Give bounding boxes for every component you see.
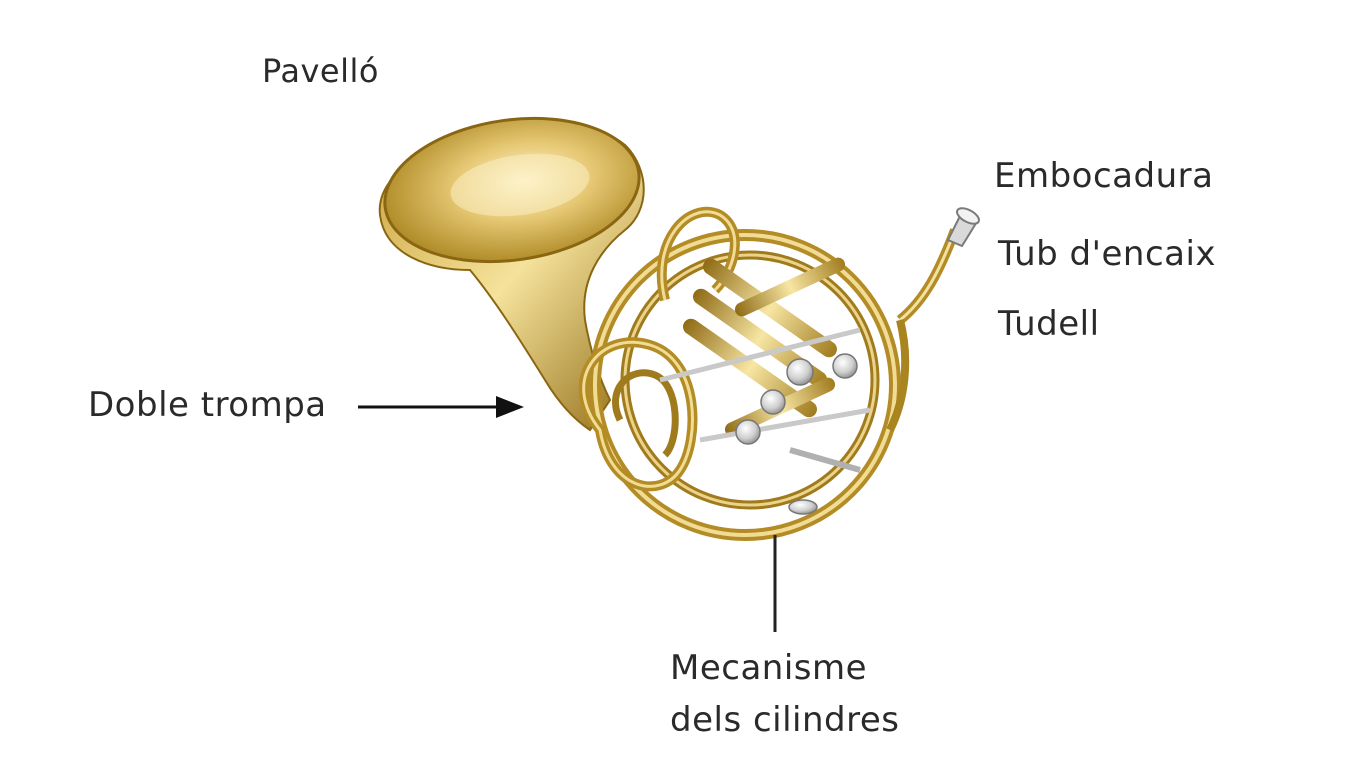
- label-mecanisme-line2: dels cilindres: [670, 700, 900, 740]
- label-pavello: Pavelló: [262, 52, 379, 90]
- bell-shape: [378, 116, 645, 432]
- valve-caps: [735, 353, 858, 515]
- doble-trompa-arrow: [358, 396, 524, 418]
- leadpipe: [886, 228, 960, 432]
- mouthpiece: [946, 207, 980, 248]
- label-tudell: Tudell: [998, 304, 1100, 344]
- label-doble-trompa: Doble trompa: [88, 385, 327, 425]
- double-horn-loops: [578, 206, 740, 492]
- label-embocadura: Embocadura: [994, 156, 1214, 196]
- label-mecanisme-line1: Mecanisme: [670, 648, 868, 688]
- label-tub-encaix: Tub d'encaix: [998, 234, 1217, 274]
